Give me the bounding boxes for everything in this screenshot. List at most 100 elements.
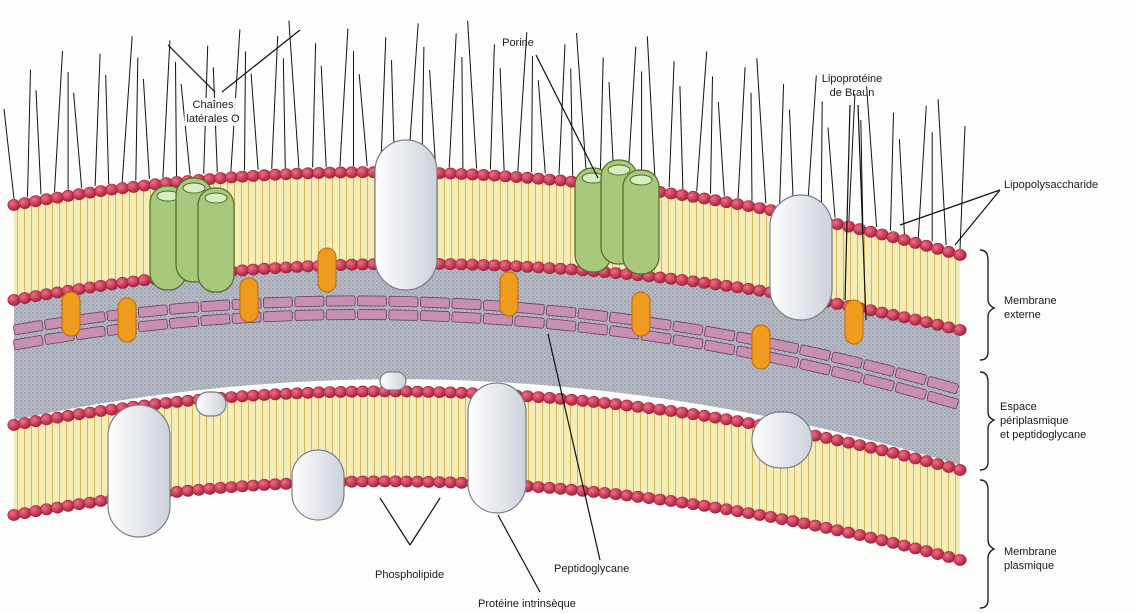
phospholipid-head — [831, 435, 843, 446]
phospholipid-head — [898, 312, 910, 323]
phospholipid-head — [411, 386, 423, 397]
label-braun-line1: Lipoprotéine — [822, 72, 883, 86]
o-side-chain — [490, 44, 494, 169]
phospholipid-head — [898, 540, 910, 551]
phospholipid-head — [887, 447, 899, 458]
o-side-chain — [538, 80, 545, 173]
phospholipid-head — [84, 187, 96, 198]
phospholipid-head — [291, 261, 303, 272]
label-periplasm: Espace périplasmique et peptidoglycane — [1000, 400, 1086, 442]
phospholipid-head — [510, 171, 522, 182]
phospholipid-head — [73, 499, 85, 510]
phospholipid-head — [854, 224, 866, 235]
o-side-chain — [571, 69, 573, 176]
phospholipid-head — [40, 194, 52, 205]
phospholipid-head — [411, 476, 423, 487]
phospholipid-head — [258, 389, 270, 400]
phospholipid-head — [106, 184, 118, 195]
pointer-phospholipid-1 — [380, 498, 410, 545]
phospholipid-head — [171, 396, 183, 407]
phospholipid-head — [676, 497, 688, 508]
o-side-chain — [600, 58, 603, 179]
label-periplasm-line3: et peptidoglycane — [1000, 428, 1086, 442]
phospholipid-head — [776, 514, 788, 525]
phospholipid-head — [932, 243, 944, 254]
phospholipid-head — [865, 532, 877, 543]
pointer-phospholipid-2 — [410, 498, 440, 545]
phospholipid-head — [742, 201, 754, 212]
porin-pore — [630, 175, 652, 185]
phospholipid-head — [887, 232, 899, 243]
peptidoglycan-unit — [389, 296, 418, 307]
o-side-chain — [4, 109, 14, 199]
phospholipid-head — [943, 461, 955, 472]
phospholipid-head — [588, 486, 600, 497]
phospholipid-head — [225, 392, 237, 403]
label-plasma-membrane: Membrane plasmique — [1004, 545, 1057, 573]
phospholipid-head — [182, 395, 194, 406]
phospholipid-head — [720, 504, 732, 515]
label-o-chains-line1: Chaînes — [186, 98, 239, 112]
phospholipid-head — [247, 390, 259, 401]
o-side-chain — [790, 110, 794, 209]
phospholipid-head — [19, 293, 31, 304]
label-o-chains: Chaînes latérales O — [184, 98, 241, 126]
phospholipid-head — [831, 298, 843, 309]
phospholipid-head — [665, 188, 677, 199]
phospholipid-head — [720, 197, 732, 208]
phospholipid-head — [565, 394, 577, 405]
phospholipid-head — [106, 279, 118, 290]
lipoprotein — [240, 278, 258, 322]
porin-pore — [183, 183, 205, 193]
label-periplasm-line2: périplasmique — [1000, 414, 1086, 428]
phospholipid-head — [368, 476, 380, 487]
phospholipid-head — [831, 219, 843, 230]
phospholipid-head — [127, 276, 139, 287]
phospholipid-head — [357, 259, 369, 270]
phospholipid-head — [499, 260, 511, 271]
phospholipid-head — [368, 386, 380, 397]
phospholipid-head — [954, 464, 966, 475]
phospholipid-head — [932, 319, 944, 330]
phospholipid-head — [62, 190, 74, 201]
peptidoglycan-unit — [452, 298, 482, 310]
phospholipid-head — [954, 324, 966, 335]
phospholipid-head — [865, 305, 877, 316]
phospholipid-head — [532, 173, 544, 184]
phospholipid-head — [676, 274, 688, 285]
phospholipid-head — [30, 291, 42, 302]
peptidoglycan-unit — [263, 311, 292, 322]
phospholipid-head — [30, 506, 42, 517]
phospholipid-head — [842, 437, 854, 448]
o-side-chain — [807, 76, 816, 212]
phospholipid-head — [754, 285, 766, 296]
o-side-chain — [340, 29, 348, 167]
phospholipid-head — [731, 199, 743, 210]
phospholipid-head — [720, 280, 732, 291]
phospholipid-head — [731, 416, 743, 427]
label-phospholipid: Phospholipide — [375, 568, 444, 582]
label-peptidoglycan: Peptidoglycane — [552, 562, 631, 576]
phospholipid-head — [236, 265, 248, 276]
phospholipid-head — [876, 445, 888, 456]
o-side-chain — [106, 75, 109, 184]
phospholipid-head — [698, 410, 710, 421]
phospholipid-head — [324, 167, 336, 178]
phospholipid-head — [302, 168, 314, 179]
phospholipid-head — [820, 432, 832, 443]
phospholipid-head — [754, 203, 766, 214]
phospholipid-head — [687, 499, 699, 510]
phospholipid-head — [643, 403, 655, 414]
phospholipid-head — [269, 263, 281, 274]
phospholipid-head — [84, 497, 96, 508]
phospholipid-head — [19, 418, 31, 429]
o-side-chain — [532, 56, 533, 172]
peptidoglycan-unit — [420, 297, 449, 308]
peptidoglycan-unit — [326, 310, 355, 320]
label-outer-membrane-line2: externe — [1004, 308, 1057, 322]
phospholipid-head — [554, 483, 566, 494]
phospholipid-head — [554, 393, 566, 404]
o-side-chain — [751, 93, 752, 201]
intrinsic-protein — [770, 195, 832, 320]
phospholipid-head — [499, 171, 511, 182]
